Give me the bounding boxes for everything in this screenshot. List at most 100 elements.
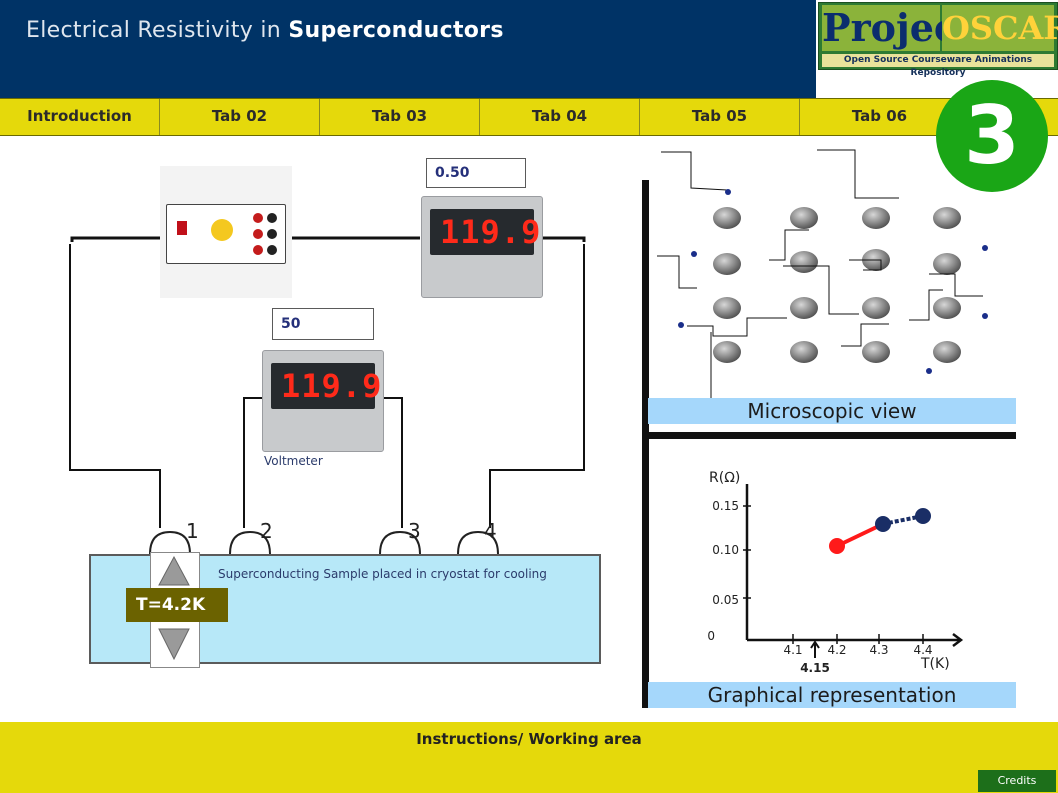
microscopic-lattice [657,149,988,398]
electron-dot [926,368,932,374]
electron-dot [678,322,684,328]
lattice-atom [713,207,741,229]
temperature-display: T=4.2K [126,588,228,622]
terminal-label-2: 2 [260,519,273,543]
graph-x-tick: 4.3 [869,643,888,657]
terminal-black-icon [267,229,277,239]
lattice-atom [933,297,961,319]
lattice-atoms [713,207,961,363]
lattice-atom [933,207,961,229]
voltage-reading-field: 50 [272,308,374,340]
graph-ticks [743,505,924,644]
wire-top-left [70,236,160,242]
graph-x-tick: 4.4 [913,643,932,657]
page-title: Electrical Resistivity in Superconductor… [26,18,504,43]
resistance-temperature-graph: R(Ω) T(K) 0 0.05 0.10 0.15 4.1 4.2 4.3 4… [707,470,964,675]
terminal-clip-2 [229,530,271,555]
tab-05[interactable]: Tab 05 [640,99,800,135]
terminal-clip-3 [379,530,421,555]
circuit-wires: 1 2 3 4 [69,236,586,555]
logo-tagline: Open Source Courseware Animations Reposi… [822,54,1054,78]
terminal-red-icon [253,229,263,239]
graph-x-arrow-icon [952,633,964,647]
temperature-up-arrow-icon[interactable] [158,556,190,586]
tab-bar: Introduction Tab 02 Tab 03 Tab 04 Tab 05… [0,98,1058,136]
electron-dot [725,189,731,195]
graph-y-tick: 0.10 [712,543,739,557]
wire-left [69,244,161,528]
temperature-down-arrow-icon[interactable] [158,628,190,660]
terminal-label-4: 4 [484,519,497,543]
current-reading-field: 0.50 [426,158,526,188]
voltmeter-label: Voltmeter [264,454,323,468]
terminal-black-icon [267,213,277,223]
sample-label: Superconducting Sample placed in cryosta… [218,567,547,581]
graph-x-tick: 4.2 [827,643,846,657]
lattice-atom [933,341,961,363]
power-source-panel [166,204,286,264]
tab-04[interactable]: Tab 04 [480,99,640,135]
ammeter: 119.9 [421,196,543,298]
ammeter-display: 119.9 [440,213,542,251]
tab-introduction[interactable]: Introduction [0,99,160,135]
terminal-red-icon [253,245,263,255]
logo-word-project: Project [822,5,975,51]
graph-x-tick: 4.1 [783,643,802,657]
lattice-atom [862,207,890,229]
tab-02[interactable]: Tab 02 [160,99,320,135]
critical-temperature-label: 4.15 [800,661,830,675]
step-number-badge: 3 [936,80,1048,192]
graph-x-axis-label: T(K) [920,656,950,672]
power-switch-icon [177,221,187,235]
panel-divider-vertical [642,180,649,708]
graph-data-series [829,508,931,554]
terminal-clip-4 [457,530,499,555]
data-point [829,538,845,554]
terminal-clip-1 [149,530,191,555]
wire-top-right [540,236,586,242]
voltmeter-display: 119.9 [281,367,383,405]
lattice-atom [790,341,818,363]
power-source-unit [160,166,292,298]
graph-y-tick: 0.15 [712,499,739,513]
lattice-atom [862,341,890,363]
wire-voltmeter-right [382,397,403,528]
electron-dots [678,189,988,374]
terminal-black-icon [267,245,277,255]
graph-y-tick: 0.05 [712,593,739,607]
graph-y-tick: 0 [707,629,715,643]
lattice-atom [713,297,741,319]
lattice-atom [790,297,818,319]
lattice-atom [790,207,818,229]
lattice-atom [862,297,890,319]
microscopic-view-label: Microscopic view [648,398,1016,424]
terminal-label-3: 3 [408,519,421,543]
data-point [875,516,891,532]
panel-divider-horizontal [649,432,1016,439]
page-title-bold: Superconductors [288,18,504,43]
project-oscar-logo: Project OSCAR Open Source Courseware Ani… [818,2,1058,78]
knob-icon [211,219,233,241]
terminal-red-icon [253,213,263,223]
lattice-atom [713,341,741,363]
terminal-label-1: 1 [186,519,199,543]
electron-dot [691,251,697,257]
wire-right [489,244,585,528]
app-header: Electrical Resistivity in Superconductor… [0,0,816,98]
lattice-atom [790,251,818,273]
lattice-atom [933,253,961,275]
logo-word-oscar: OSCAR [942,5,1058,51]
electron-paths [657,149,983,398]
voltmeter-screen: 119.9 [271,363,383,409]
graph-y-axis-label: R(Ω) [709,470,740,486]
ammeter-screen: 119.9 [430,209,542,255]
electron-dot [982,313,988,319]
data-point [915,508,931,524]
instructions-area: Instructions/ Working area [0,722,1058,793]
credits-button[interactable]: Credits [978,770,1056,792]
page-title-prefix: Electrical Resistivity in [26,18,289,43]
data-segment [836,522,884,548]
graphical-representation-label: Graphical representation [648,682,1016,708]
tab-03[interactable]: Tab 03 [320,99,480,135]
lattice-atom [713,253,741,275]
